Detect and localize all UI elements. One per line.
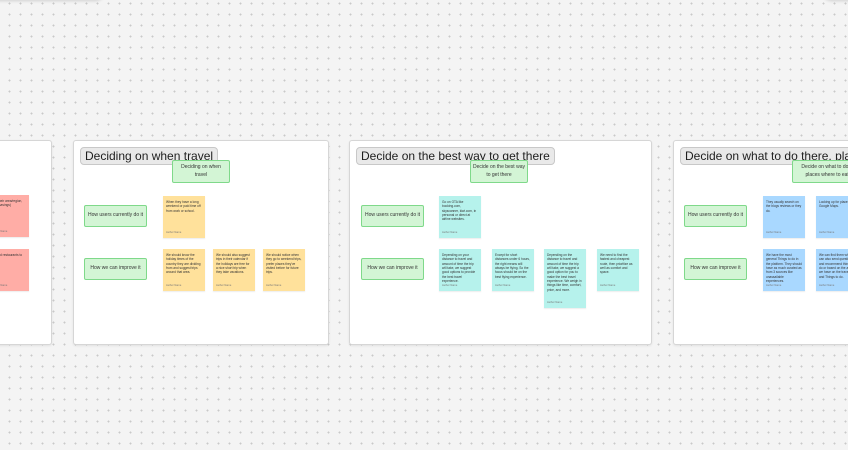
sticky-text: We should know the holiday times of the … bbox=[166, 253, 201, 275]
sticky-note[interactable]: They usually search on the blogs reviews… bbox=[763, 196, 805, 238]
sticky-note[interactable]: Looking up for places on Google Maps. Au… bbox=[816, 196, 848, 238]
sticky-note[interactable]: We should also suggest trips in their ca… bbox=[213, 249, 255, 291]
frame-title[interactable]: Deciding on when travel bbox=[80, 147, 219, 165]
sticky-author: Author Name bbox=[547, 300, 563, 304]
sticky-author: Author Name bbox=[766, 283, 782, 287]
sticky-note[interactable]: Depending on the distance to travel and … bbox=[544, 249, 586, 308]
sticky-text: We need to find the fastest and cheapest… bbox=[600, 253, 633, 275]
sticky-note[interactable]: Depending on your distance to travel and… bbox=[439, 249, 481, 291]
sticky-text: Depending on your distance to travel and… bbox=[442, 253, 476, 283]
sticky-note[interactable]: ...in their area/region, their savings) … bbox=[0, 195, 29, 237]
row-label-current[interactable]: How users currently do it bbox=[361, 205, 424, 227]
frame-best-way-to-get-there[interactable]: Decide on the best way to get there Deci… bbox=[349, 140, 652, 345]
header-node[interactable]: Decide on the best way to get there bbox=[470, 160, 528, 183]
sticky-author: Author Name bbox=[600, 283, 616, 287]
header-node[interactable]: Deciding on when travel bbox=[172, 160, 230, 183]
sticky-text: We should notice when they go to weekend… bbox=[266, 253, 302, 275]
sticky-text: Except for short distances under 6 hours… bbox=[495, 253, 530, 279]
sticky-note[interactable]: We need to find the fastest and cheapest… bbox=[597, 249, 639, 291]
sticky-text: They usually search on the blogs reviews… bbox=[766, 200, 802, 213]
sticky-text: Go on OTA like booking.com, skyscanner, … bbox=[442, 200, 477, 222]
sticky-text: We have the most general Things to do in… bbox=[766, 253, 802, 283]
row-label-improve[interactable]: How we can improve it bbox=[684, 258, 747, 280]
row-label-current[interactable]: How users currently do it bbox=[84, 205, 147, 227]
sticky-text: ...in their area/region, their savings) bbox=[0, 199, 23, 208]
sticky-text: We can find them what can also send ques… bbox=[819, 253, 848, 279]
row-label-improve[interactable]: How we can improve it bbox=[361, 258, 424, 280]
sticky-text: When they have a long weekend or paid ti… bbox=[166, 200, 201, 213]
frame-previous[interactable]: ...in their area/region, their savings) … bbox=[0, 140, 52, 345]
sticky-note[interactable]: When they have a long weekend or paid ti… bbox=[163, 196, 205, 238]
row-label-improve[interactable]: How we can improve it bbox=[84, 258, 147, 280]
sticky-note[interactable]: We can find them what can also send ques… bbox=[816, 249, 848, 291]
sticky-author: Author Name bbox=[442, 230, 458, 234]
sticky-note[interactable]: We should notice when they go to weekend… bbox=[263, 249, 305, 291]
sticky-note[interactable]: ...good restaurants to visit. Author Nam… bbox=[0, 249, 29, 291]
frame-deciding-when-travel[interactable]: Deciding on when travel Deciding on when… bbox=[73, 140, 329, 345]
sticky-author: Author Name bbox=[819, 230, 835, 234]
row-label-current[interactable]: How users currently do it bbox=[684, 205, 747, 227]
sticky-author: Author Name bbox=[495, 283, 511, 287]
sticky-text: Looking up for places on Google Maps. bbox=[819, 200, 848, 209]
sticky-author: Author Name bbox=[266, 283, 282, 287]
sticky-author: Author Name bbox=[216, 283, 232, 287]
sticky-text: ...good restaurants to visit. bbox=[0, 253, 23, 257]
frame-what-to-do-there[interactable]: Decide on what to do there, plac Decide … bbox=[673, 140, 848, 345]
sticky-author: Author Name bbox=[819, 283, 835, 287]
sticky-text: Depending on the distance to travel and … bbox=[547, 253, 582, 292]
sticky-author: Author Name bbox=[0, 229, 8, 233]
sticky-note[interactable]: Go on OTA like booking.com, skyscanner, … bbox=[439, 196, 481, 238]
sticky-note[interactable]: Except for short distances under 6 hours… bbox=[492, 249, 534, 291]
sticky-author: Author Name bbox=[0, 283, 8, 287]
sticky-author: Author Name bbox=[166, 230, 182, 234]
header-node[interactable]: Decide on what to do there, places where… bbox=[792, 160, 848, 183]
sticky-author: Author Name bbox=[442, 283, 458, 287]
sticky-note[interactable]: We have the most general Things to do in… bbox=[763, 249, 805, 291]
sticky-author: Author Name bbox=[766, 230, 782, 234]
sticky-text: We should also suggest trips in their ca… bbox=[216, 253, 250, 275]
sticky-note[interactable]: We should know the holiday times of the … bbox=[163, 249, 205, 291]
sticky-author: Author Name bbox=[166, 283, 182, 287]
